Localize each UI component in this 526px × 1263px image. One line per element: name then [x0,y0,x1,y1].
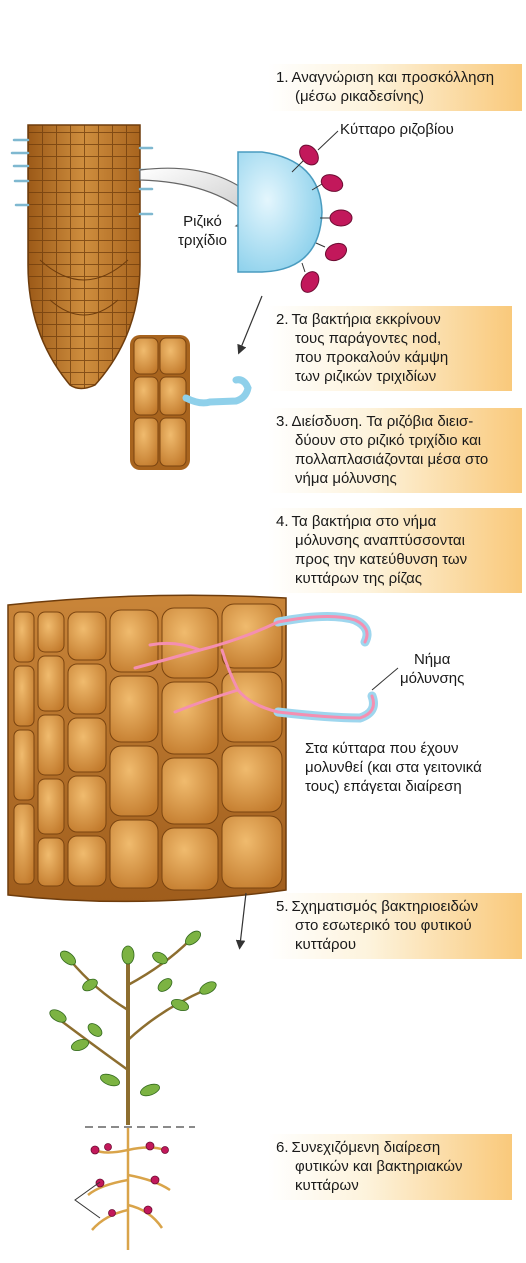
step-2-number: 2. [276,311,289,328]
root-hair-label: Ριζικό τριχίδιο [178,212,227,250]
step-5-number: 5. [276,898,289,915]
root-hair-magnified [238,152,322,272]
step-6-number: 6. [276,1139,289,1156]
arrow-4-5 [240,893,246,945]
rhizobium-pointer [318,131,338,150]
division-note-label: Στα κύτταρα που έχουν μολυνθεί (και στα … [305,739,482,796]
root-tissue [8,595,286,901]
epidermal-cells [130,335,190,470]
curled-root-hair [186,380,248,403]
step-2-label: 2.Τα βακτήρια εκκρίνουν τους παράγοντες … [268,306,512,391]
step-3-label: 3.Διείσδυση. Τα ριζόβια διεισ- δύουν στο… [268,408,522,493]
step-6-label: 6.Συνεχιζόμενη διαίρεση φυτικών και βακτ… [268,1134,512,1200]
step-3-number: 3. [276,413,289,430]
step-1-label: 1.Αναγνώριση και προσκόλληση (μέσω ρικαδ… [268,64,522,111]
step-1-number: 1. [276,69,289,86]
rhizobium-cell-label: Κύτταρο ριζοβίου [340,120,454,139]
step-4-label: 4.Τα βακτήρια στο νήμα μόλυνσης αναπτύσσ… [268,508,522,593]
infection-thread-label: Νήμα μόλυνσης [400,650,464,688]
step-5-label: 5.Σχηματισμός βακτηριοειδών στο εσωτερικ… [268,893,522,959]
thread-pointer [372,668,398,690]
root-tip [28,125,140,389]
step-4-number: 4. [276,513,289,530]
plant-shoot [48,928,219,1125]
arrow-1-2 [240,296,262,350]
nodule-pointer [75,1182,100,1218]
plant-roots [88,1128,170,1250]
